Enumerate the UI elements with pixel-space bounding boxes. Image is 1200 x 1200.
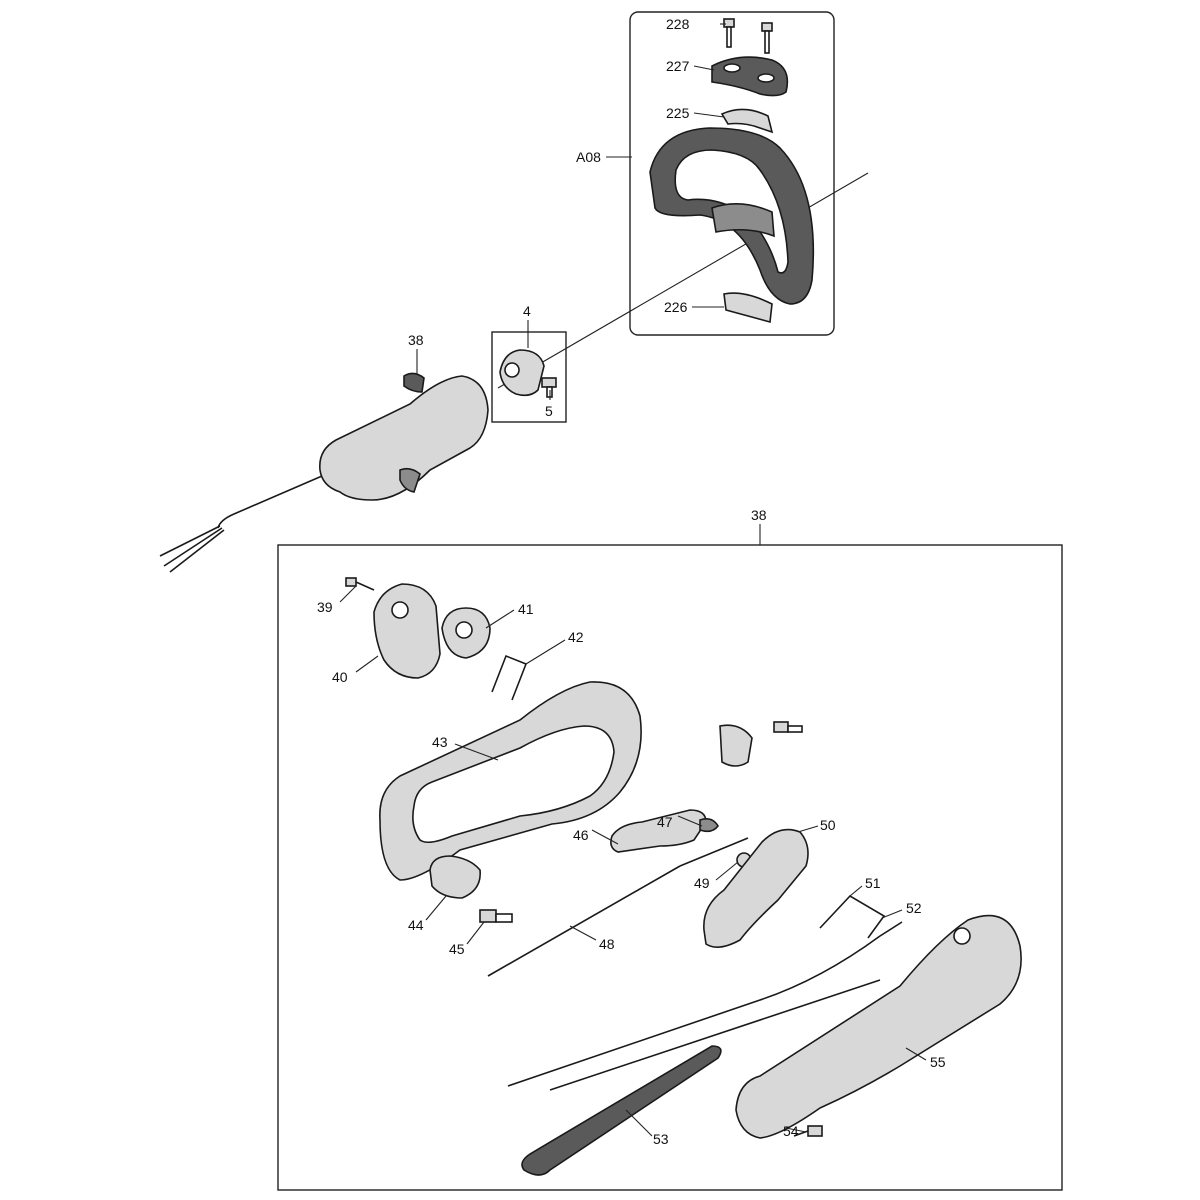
- leader-46: [591, 829, 619, 845]
- callout-39: 39: [317, 599, 333, 615]
- leader-40: [355, 655, 379, 673]
- callout-5: 5: [545, 403, 553, 419]
- bolt-228-right: [761, 22, 773, 54]
- callout-55: 55: [930, 1054, 946, 1070]
- leader-54: [785, 1127, 807, 1133]
- callout-46: 46: [573, 827, 589, 843]
- cover-hole-left: [723, 63, 741, 73]
- clamp-44: [429, 855, 481, 899]
- clamp-assembly-frame: [491, 331, 567, 423]
- leader-45: [466, 921, 485, 945]
- callout-A08: A08: [576, 149, 601, 165]
- callout-42: 42: [568, 629, 584, 645]
- leader-44: [425, 895, 447, 921]
- callout-52: 52: [906, 900, 922, 916]
- wire-52b: [549, 979, 881, 1091]
- screw-5: [541, 377, 557, 398]
- leader-41: [485, 609, 515, 629]
- grip-38-button: [403, 372, 425, 393]
- grip-38-cable-sheath: [217, 475, 323, 529]
- throttle-cable-48: [487, 865, 681, 977]
- callout-225: 225: [666, 105, 690, 121]
- grip-38-assembled: [319, 375, 489, 501]
- callout-226: 226: [664, 299, 688, 315]
- callout-38-top: 38: [408, 332, 424, 348]
- leader-48: [569, 925, 597, 941]
- leader-53: [625, 1109, 653, 1137]
- wire-52: [507, 921, 903, 1087]
- callout-4: 4: [523, 303, 531, 319]
- callout-54: 54: [783, 1123, 799, 1139]
- grip-housing-55: [735, 914, 1022, 1139]
- leader-47: [677, 815, 703, 827]
- spring-47: [699, 818, 719, 833]
- handle-lower-block: [711, 203, 775, 238]
- screw-45: [479, 909, 513, 923]
- throttle-trigger-50: [703, 828, 809, 948]
- callout-47: 47: [657, 814, 673, 830]
- leader-42: [525, 639, 566, 665]
- leader-227: [693, 65, 715, 71]
- grip-38-wires: [159, 525, 225, 573]
- screw-39: [345, 577, 375, 591]
- leader-49: [715, 861, 739, 881]
- callout-53: 53: [653, 1131, 669, 1147]
- switch-41-hole: [455, 621, 473, 639]
- grip-38-trigger: [399, 467, 421, 493]
- clamp-4: [499, 349, 545, 397]
- callout-38-box: 38: [751, 507, 767, 523]
- leader-43: [454, 743, 499, 761]
- callout-227: 227: [666, 58, 690, 74]
- callout-48: 48: [599, 936, 615, 952]
- callout-51: 51: [865, 875, 881, 891]
- housing-cover-40: [373, 583, 441, 679]
- cable-sheath-53: [521, 1045, 722, 1176]
- leader-50: [797, 825, 819, 833]
- loop-handle-assembly-frame: [629, 11, 835, 336]
- callout-41: 41: [518, 601, 534, 617]
- handle-cover-227: [711, 56, 789, 97]
- housing-cover-40-hole: [391, 601, 409, 619]
- screw-upper-right: [773, 721, 803, 733]
- callout-49: 49: [694, 875, 710, 891]
- callout-43: 43: [432, 734, 448, 750]
- leader-52: [881, 909, 903, 919]
- spring-42: [491, 654, 528, 701]
- callout-50: 50: [820, 817, 836, 833]
- leader-39: [339, 585, 357, 603]
- leader-51: [849, 885, 863, 897]
- grip-housing-55-hole: [953, 927, 971, 945]
- clamp-plate-225: [720, 108, 774, 134]
- housing-half-43-interior: [412, 725, 615, 844]
- callout-40: 40: [332, 669, 348, 685]
- clamp-plate-226: [723, 292, 773, 324]
- trigger-lever-46: [610, 809, 707, 853]
- clamp-upper-right: [719, 724, 753, 767]
- throttle-cable-48-end: [679, 837, 749, 867]
- cover-hole-right: [757, 73, 775, 83]
- wire-51: [819, 894, 886, 939]
- leader-225: [693, 112, 725, 118]
- leader-55: [905, 1047, 927, 1061]
- callout-45: 45: [449, 941, 465, 957]
- callout-228: 228: [666, 16, 690, 32]
- callout-44: 44: [408, 917, 424, 933]
- bolt-228-left: [723, 18, 735, 48]
- clamp-4-hole: [504, 362, 520, 378]
- loop-handle-opening: [674, 149, 789, 274]
- grip-assembly-frame: [277, 544, 1063, 1191]
